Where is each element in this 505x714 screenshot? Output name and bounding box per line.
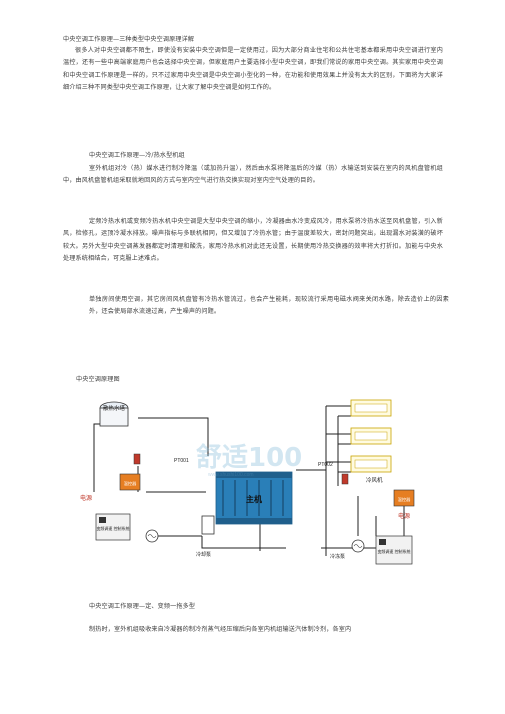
sensor-right-icon [341,473,349,485]
controller-left-label: 温控器 [124,480,137,487]
paragraph-single-room: 单独房间使用空调，其它房间风机盘管有冷热水管流过，也会产生能耗，现较流行采用电磁… [89,296,449,316]
power-right-label: 电源 [398,512,410,520]
inverter-left-label: 变频调速 控制系统 [96,525,129,531]
piping-lines [93,405,405,556]
pump-left-label: 冷却泵 [196,551,211,558]
paragraph-water-unit: 室外机组对冷（热）媒水进行制冷降温（或加热升温），然后由水泵将降温后的冷媒（热）… [63,165,443,185]
inverter-right-label: 变频调速 控制系统 [377,548,410,554]
controller-right-label: 温控器 [398,496,411,503]
section-heading-multi-split: 中央空调工作原理—定、变频一拖多型 [89,603,196,610]
watermark-logo-text: 舒适100 [196,442,302,473]
intro-paragraph: 很多人对中央空调都不陌生，即使没有安装中央空调但是一定使用过，因为大部分商业住宅… [63,47,443,92]
host-unit: 主机 [215,471,293,525]
pump-right-label: 冷冻泵 [330,553,345,560]
watermark: 舒适100 www.shushi100.com [196,442,302,478]
cooling-pump [201,515,215,535]
section-heading-water-unit: 中央空调工作原理—冷/热水型机组 [89,152,185,159]
tank-label: 散热水塔 [103,404,126,412]
sensor-left-icon [133,453,141,465]
fan-coil-units [350,399,392,473]
fan-unit-label: 冷风机 [366,476,383,484]
central-ac-schematic-diagram: 散热水塔 PT001 温控器 电源 变频调速 控制系统 冷却泵 [80,399,415,565]
inverter-left-display-icon [99,517,106,523]
host-label: 主机 [246,494,262,504]
power-left-label: 电源 [80,494,92,502]
cooling-tower: 散热水塔 [99,401,129,427]
diagram-heading: 中央空调原理图 [76,376,120,383]
document-title: 中央空调工作原理—三种类型中央空调原理详解 [63,36,195,43]
watermark-url: www.shushi100.com [208,472,254,478]
inverter-right-display-icon [379,539,386,545]
paragraph-multi-split: 制热时，室外机组吸收来自冷凝器的制冷剂蒸气经压缩后向各室内机组输送汽体制冷剂，各… [89,626,352,633]
pt001-label: PT001 [174,458,189,464]
temp-controller-left [119,473,141,491]
pt002-label: PT002 [318,462,333,468]
paragraph-inverter: 定频冷热水机或变频冷热水机中央空调是大型中央空调的缩小，冷凝器由水冷变成风冷，用… [63,218,443,263]
temp-controller-right [393,489,415,507]
